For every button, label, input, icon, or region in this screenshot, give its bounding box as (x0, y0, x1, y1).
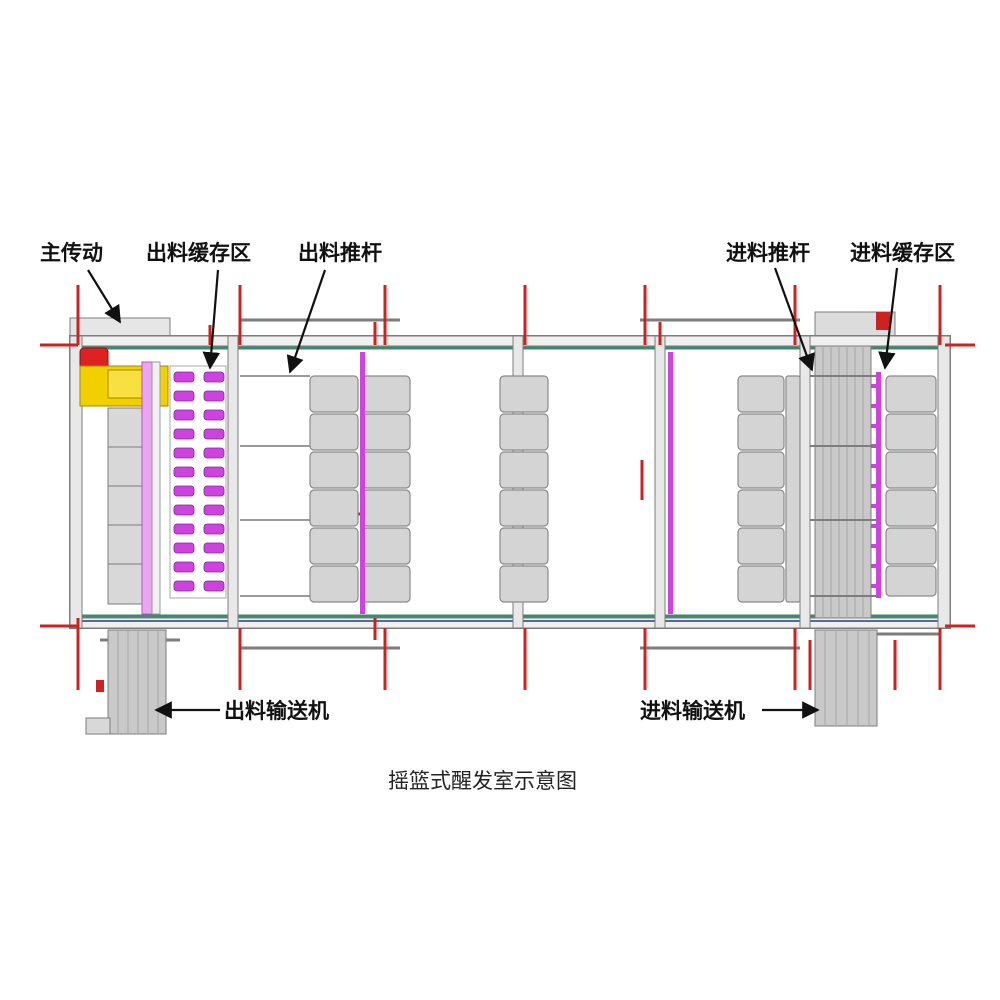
infeed-conveyor (814, 629, 878, 727)
outfeed-buffer-rollers (169, 365, 227, 599)
mounting-brackets (40, 285, 975, 690)
outfeed-pusher-bars (240, 375, 310, 597)
label-infeed-conveyor: 进料输送机 (640, 699, 745, 723)
label-main-drive: 主传动 (40, 241, 103, 265)
label-infeed-pusher: 进料推杆 (726, 241, 810, 265)
label-outfeed-buffer: 出料缓存区 (146, 241, 251, 265)
cradle-trays (309, 375, 937, 603)
label-outfeed-pusher: 出料推杆 (298, 241, 382, 265)
label-infeed-buffer: 进料缓存区 (850, 241, 955, 265)
leader-arrows (87, 267, 899, 719)
infeed-column (810, 312, 890, 619)
diagram-caption: 摇篮式醒发室示意图 (388, 769, 577, 793)
outfeed-column (107, 361, 161, 615)
label-outfeed-conveyor: 出料输送机 (224, 699, 329, 723)
outfeed-conveyor (85, 629, 167, 735)
